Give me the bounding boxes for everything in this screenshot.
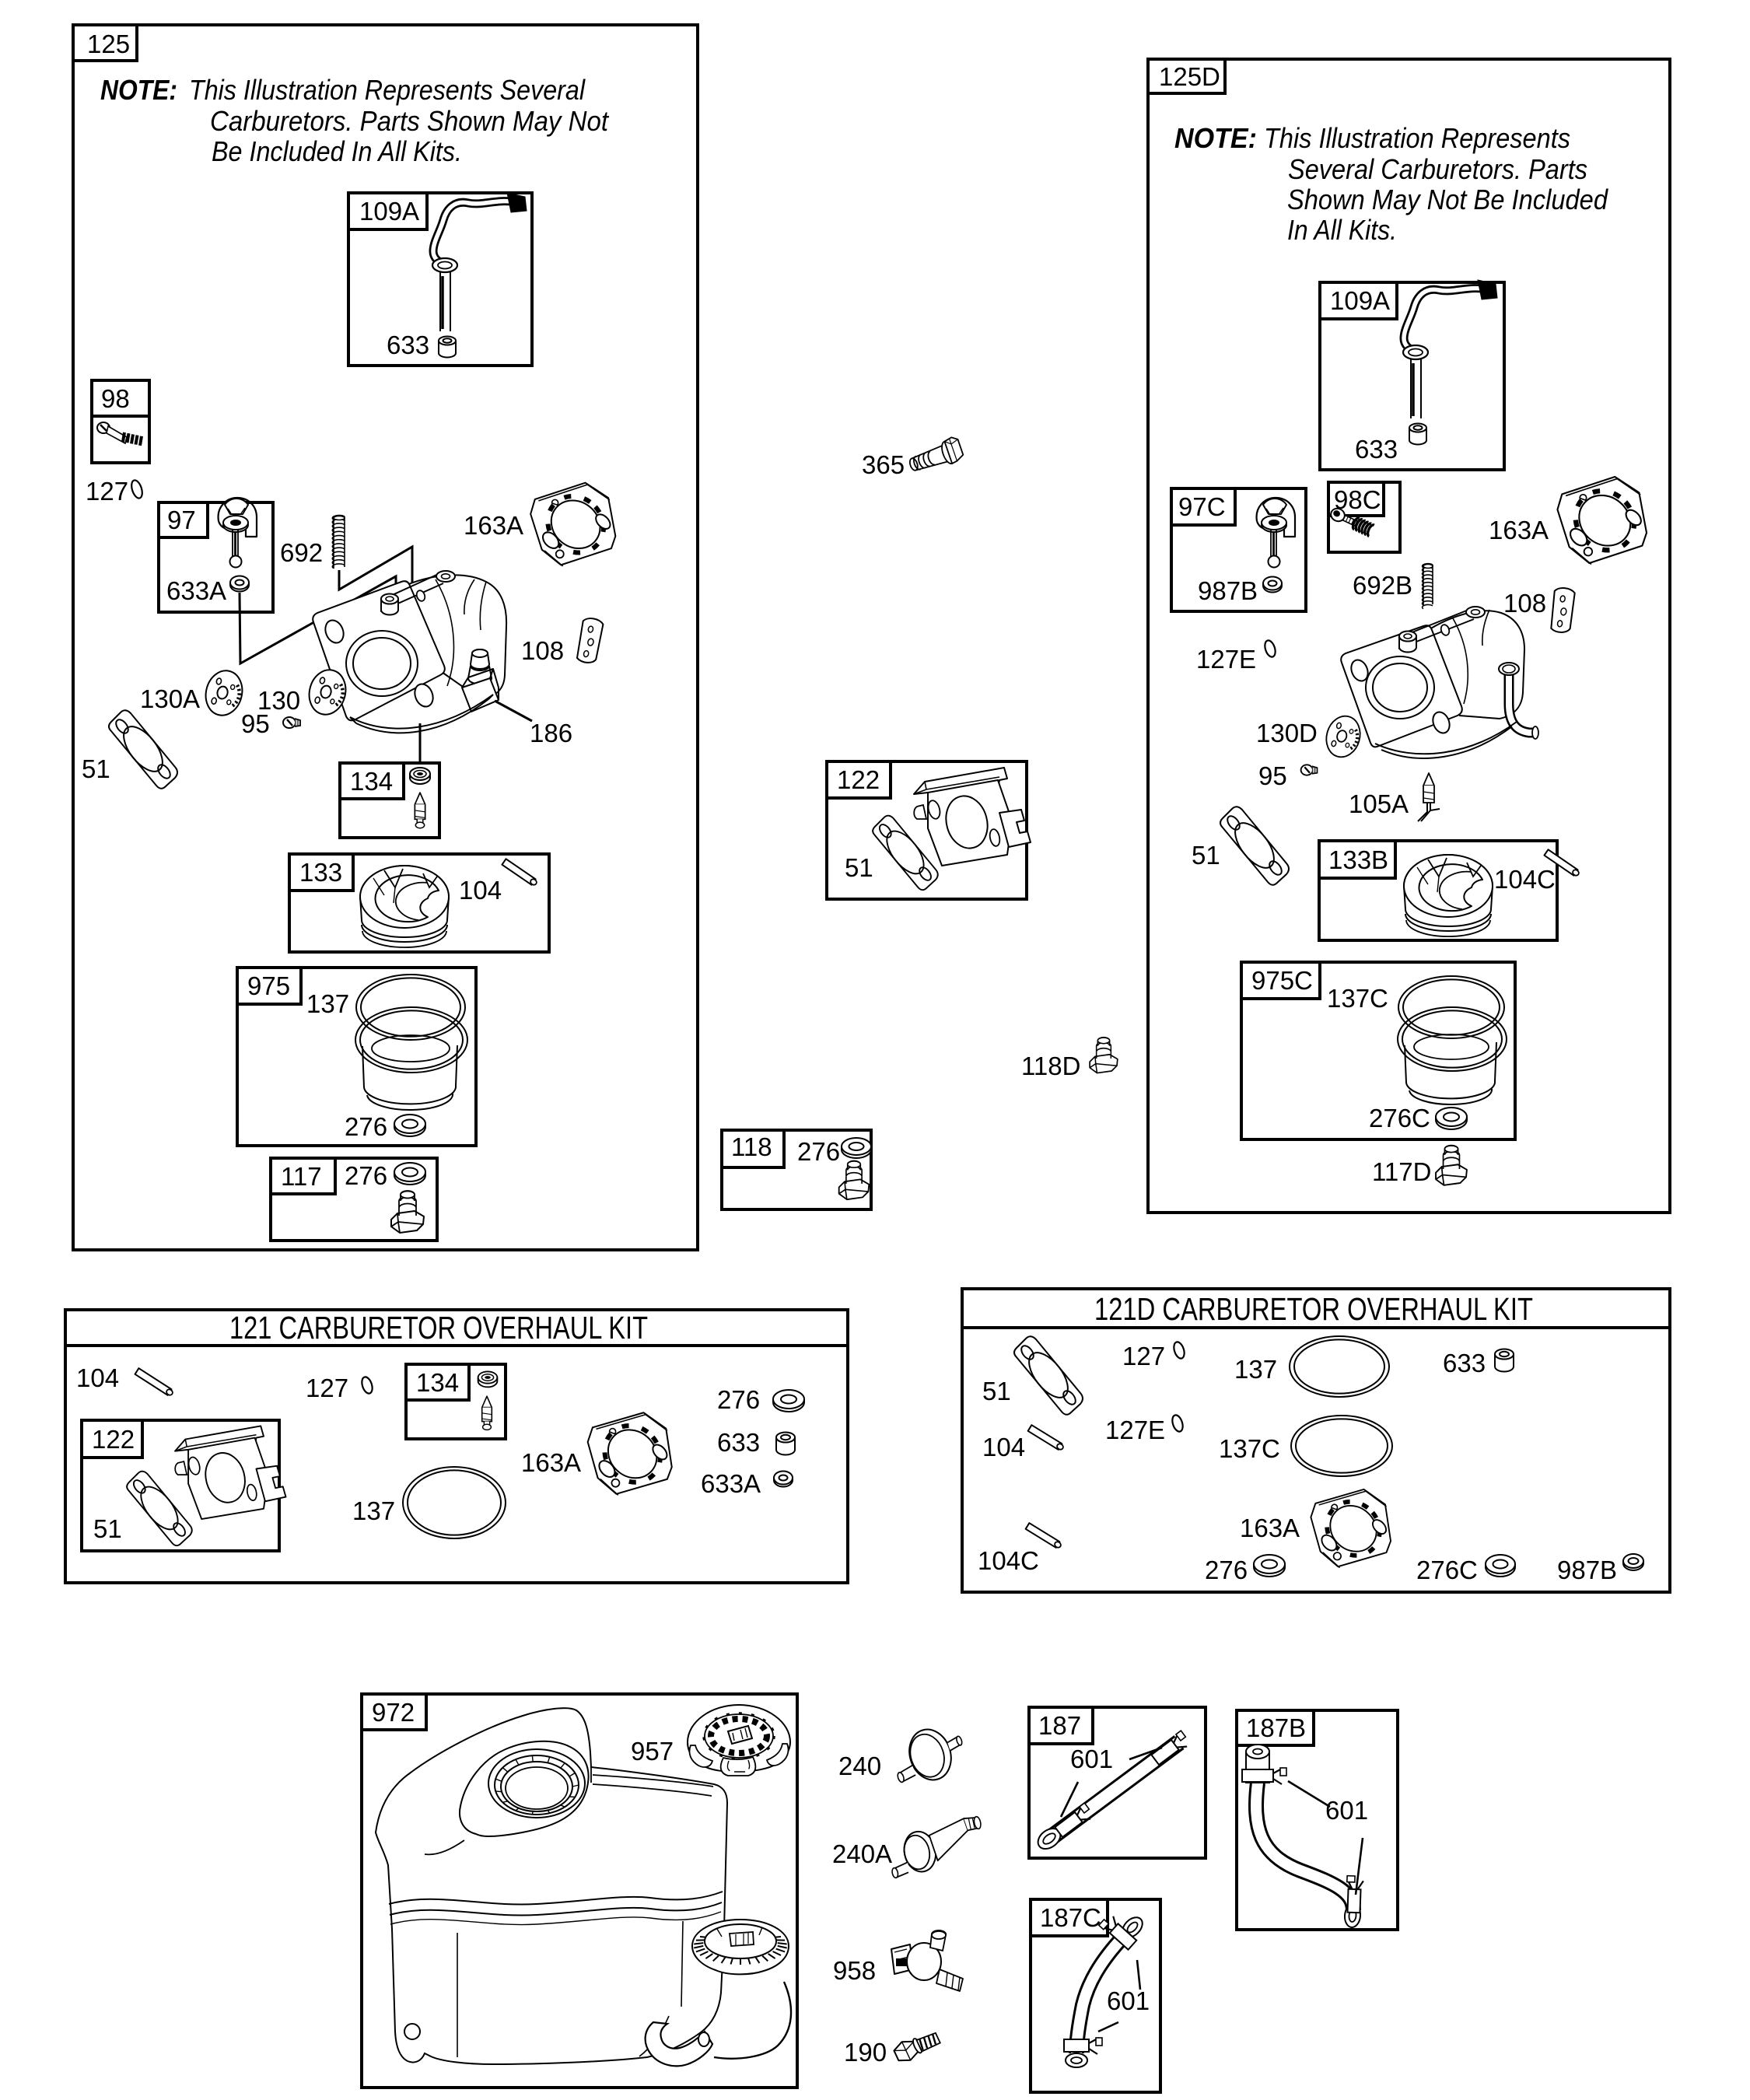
svg-text:109A: 109A <box>359 197 419 226</box>
svg-text:This Illustration Represents S: This Illustration Represents Several <box>189 74 586 106</box>
svg-text:127: 127 <box>1122 1342 1165 1370</box>
svg-text:117: 117 <box>281 1162 322 1191</box>
svg-text:987B: 987B <box>1557 1556 1617 1584</box>
svg-text:104: 104 <box>982 1433 1025 1461</box>
svg-text:127E: 127E <box>1105 1416 1165 1444</box>
svg-text:122: 122 <box>837 765 880 794</box>
svg-text:633: 633 <box>717 1428 760 1457</box>
svg-text:276: 276 <box>1205 1556 1248 1584</box>
svg-text:127: 127 <box>306 1374 348 1402</box>
svg-text:130D: 130D <box>1256 719 1318 747</box>
svg-text:121D CARBURETOR OVERHAUL KIT: 121D CARBURETOR OVERHAUL KIT <box>1094 1291 1533 1327</box>
svg-text:186: 186 <box>530 719 572 747</box>
svg-text:601: 601 <box>1107 1986 1150 2015</box>
svg-text:972: 972 <box>372 1698 415 1727</box>
svg-text:Shown May Not Be Included: Shown May Not Be Included <box>1287 184 1608 215</box>
svg-text:692: 692 <box>280 538 323 567</box>
svg-text:122: 122 <box>92 1425 135 1454</box>
svg-text:NOTE:: NOTE: <box>100 74 177 106</box>
svg-text:98: 98 <box>101 384 130 413</box>
svg-text:117D: 117D <box>1372 1157 1431 1186</box>
svg-text:Carburetors. Parts Shown May N: Carburetors. Parts Shown May Not <box>210 105 610 137</box>
svg-text:51: 51 <box>982 1377 1011 1405</box>
svg-text:276C: 276C <box>1416 1556 1478 1584</box>
svg-text:137: 137 <box>306 989 349 1018</box>
svg-text:187C: 187C <box>1040 1903 1101 1932</box>
svg-text:134: 134 <box>350 767 393 796</box>
svg-text:633: 633 <box>1355 435 1398 464</box>
svg-text:633: 633 <box>1443 1349 1486 1377</box>
svg-text:692B: 692B <box>1353 571 1412 600</box>
svg-text:51: 51 <box>1192 841 1220 870</box>
svg-text:240A: 240A <box>832 1839 892 1868</box>
svg-text:104C: 104C <box>978 1546 1039 1575</box>
svg-text:130: 130 <box>257 686 300 715</box>
svg-text:958: 958 <box>833 1956 876 1985</box>
svg-text:187: 187 <box>1038 1711 1081 1740</box>
svg-text:276: 276 <box>345 1112 387 1141</box>
svg-text:987B: 987B <box>1198 576 1258 605</box>
svg-text:105A: 105A <box>1349 789 1409 818</box>
svg-text:276: 276 <box>797 1137 840 1166</box>
svg-text:108: 108 <box>1503 589 1546 618</box>
svg-text:365: 365 <box>862 450 905 479</box>
svg-text:163A: 163A <box>1240 1514 1300 1542</box>
svg-text:109A: 109A <box>1330 286 1390 315</box>
svg-text:276: 276 <box>717 1385 760 1414</box>
svg-text:240: 240 <box>838 1752 881 1780</box>
svg-text:633A: 633A <box>701 1469 761 1498</box>
svg-text:This Illustration Represents: This Illustration Represents <box>1264 122 1570 154</box>
svg-text:276C: 276C <box>1369 1104 1430 1132</box>
svg-text:133: 133 <box>299 858 342 887</box>
svg-text:163A: 163A <box>1489 516 1549 544</box>
svg-text:276: 276 <box>345 1161 387 1190</box>
svg-text:51: 51 <box>93 1514 122 1543</box>
svg-text:118D: 118D <box>1021 1052 1080 1080</box>
svg-text:95: 95 <box>241 709 270 738</box>
svg-text:130A: 130A <box>140 684 200 713</box>
svg-text:125D: 125D <box>1159 62 1220 91</box>
svg-text:Be Included In All Kits.: Be Included In All Kits. <box>212 135 462 167</box>
svg-text:190: 190 <box>844 2038 887 2067</box>
svg-text:137: 137 <box>1234 1355 1277 1384</box>
svg-text:97C: 97C <box>1178 492 1226 521</box>
svg-text:104C: 104C <box>1494 865 1556 894</box>
svg-text:975: 975 <box>247 971 290 1000</box>
svg-text:601: 601 <box>1070 1745 1113 1773</box>
svg-text:134: 134 <box>416 1368 459 1397</box>
svg-text:Several Carburetors. Parts: Several Carburetors. Parts <box>1288 153 1587 185</box>
svg-text:104: 104 <box>76 1363 119 1392</box>
svg-text:118: 118 <box>731 1132 772 1161</box>
svg-text:108: 108 <box>521 636 564 665</box>
svg-text:133B: 133B <box>1328 845 1388 874</box>
svg-text:125: 125 <box>87 30 130 58</box>
svg-text:127E: 127E <box>1196 645 1256 674</box>
svg-text:137: 137 <box>352 1496 395 1525</box>
svg-text:In All Kits.: In All Kits. <box>1287 214 1397 246</box>
svg-text:633A: 633A <box>166 576 226 605</box>
svg-text:137C: 137C <box>1219 1434 1280 1463</box>
svg-text:633: 633 <box>387 331 429 359</box>
svg-text:97: 97 <box>167 506 196 534</box>
svg-text:601: 601 <box>1325 1796 1368 1825</box>
svg-text:137C: 137C <box>1327 984 1388 1013</box>
svg-text:957: 957 <box>631 1737 674 1766</box>
svg-text:975C: 975C <box>1251 966 1313 995</box>
svg-text:163A: 163A <box>464 511 523 540</box>
svg-text:127: 127 <box>86 477 128 506</box>
svg-text:51: 51 <box>82 754 110 783</box>
svg-text:121 CARBURETOR OVERHAUL KIT: 121 CARBURETOR OVERHAUL KIT <box>229 1310 648 1346</box>
svg-text:NOTE:: NOTE: <box>1174 122 1257 154</box>
svg-text:163A: 163A <box>521 1448 581 1477</box>
svg-text:51: 51 <box>845 853 873 882</box>
svg-text:187B: 187B <box>1246 1713 1306 1742</box>
svg-text:95: 95 <box>1258 761 1287 790</box>
svg-text:104: 104 <box>459 876 502 905</box>
